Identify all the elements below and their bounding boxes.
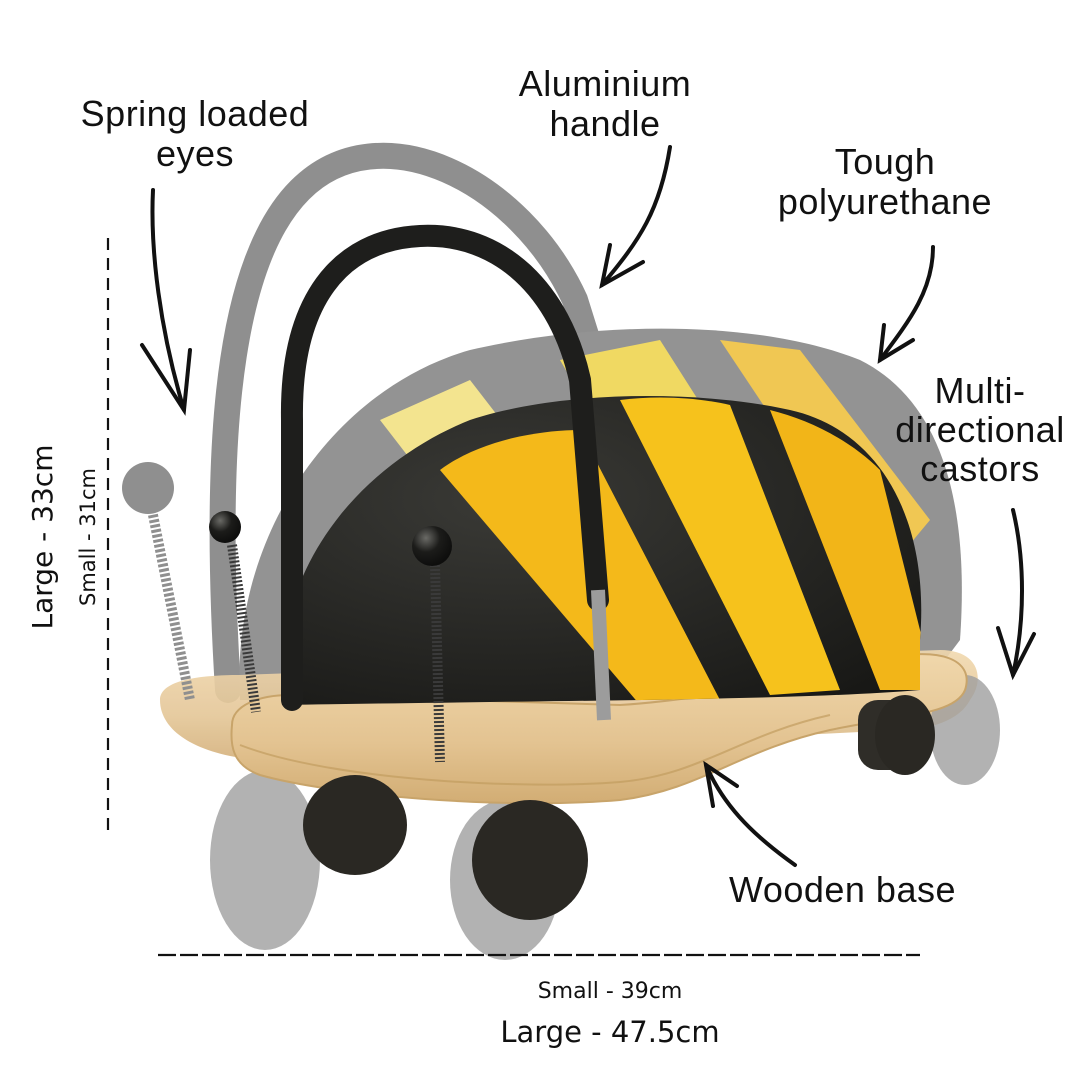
callout-handle-line1: Aluminium [518, 63, 692, 104]
callout-arrows [140, 145, 1036, 867]
height-large-label: Large - 33cm [26, 444, 59, 630]
arrow-base [704, 763, 797, 867]
callout-multi-directional-castors: Multi- directional castors [875, 370, 1080, 489]
callout-tough-polyurethane: Tough polyurethane [740, 141, 1030, 223]
length-large-label: Large - 47.5cm [500, 1015, 720, 1049]
length-small-label: Small - 39cm [537, 979, 683, 1004]
callout-spring-loaded-eyes: Spring loaded eyes [40, 93, 350, 175]
callout-castors-line3: castors [920, 447, 1040, 489]
callout-body-line2: polyurethane [777, 181, 993, 223]
arrow-castors [1011, 508, 1024, 677]
small-model-front [209, 224, 968, 920]
callout-base-line1: Wooden base [728, 869, 956, 910]
arrow-body [878, 245, 935, 362]
arrow-handle [600, 145, 672, 287]
callout-body-line1: Tough [834, 141, 936, 182]
callout-spring-eyes-line1: Spring loaded [80, 93, 310, 134]
height-small-label: Small - 31cm [76, 468, 100, 606]
arrow-spring-eyes [150, 188, 186, 412]
callout-castors-line1: Multi- [934, 370, 1026, 411]
callout-aluminium-handle: Aluminium handle [480, 63, 730, 145]
callout-castors-line2: directional [895, 408, 1065, 450]
callout-spring-eyes-line2: eyes [155, 133, 235, 175]
callout-wooden-base: Wooden base [690, 869, 995, 910]
callout-handle-line2: handle [549, 103, 661, 145]
